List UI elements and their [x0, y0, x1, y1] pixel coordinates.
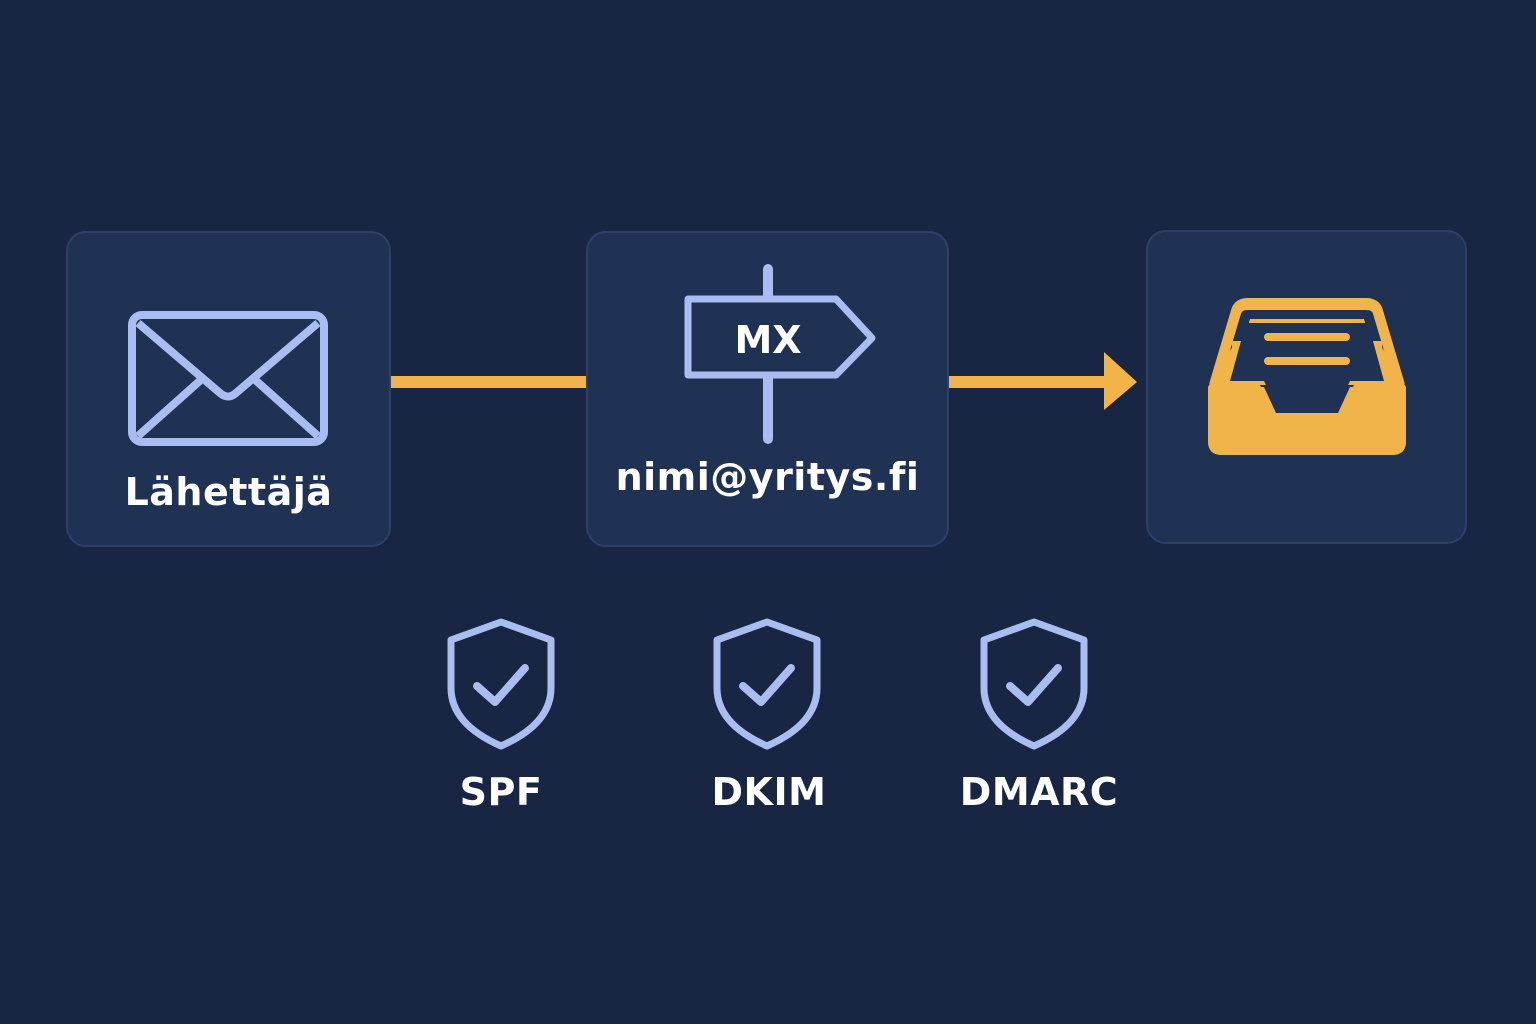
mx-sign-text: MX [734, 318, 801, 362]
shield-check-icon [713, 618, 821, 750]
dkim-label: DKIM [711, 770, 827, 814]
mx-address-label: nimi@yritys.fi [615, 455, 920, 499]
arrow-head-icon [1104, 352, 1137, 410]
sender-node [66, 231, 391, 547]
shield-check-icon [980, 618, 1088, 750]
connector-line [391, 376, 586, 388]
signpost-icon: MX [684, 264, 876, 444]
sender-label: Lähettäjä [124, 470, 333, 514]
connector-line [949, 376, 1109, 388]
shield-check-icon [447, 618, 555, 750]
dmarc-label: DMARC [959, 770, 1119, 814]
inbox-tray-detail [1208, 300, 1406, 455]
spf-label: SPF [459, 770, 543, 814]
envelope-icon [128, 311, 328, 446]
